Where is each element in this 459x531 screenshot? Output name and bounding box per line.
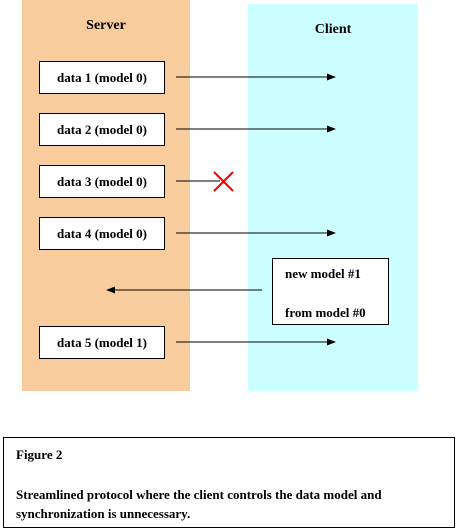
message-box-data-2: data 2 (model 0) <box>39 113 165 146</box>
lost-packet-x-icon <box>213 171 234 192</box>
server-label: Server <box>86 18 126 33</box>
message-box-data-1: data 1 (model 0) <box>39 61 165 94</box>
figure-caption-title: Figure 2 <box>16 447 63 462</box>
figure-caption-text: Streamlined protocol where the client co… <box>16 487 382 521</box>
client-label: Client <box>314 22 352 37</box>
new-model-message-box: new model #1 from model #0 <box>272 258 389 325</box>
message-box-data-3: data 3 (model 0) <box>39 165 165 198</box>
new-model-line-2: from model #0 <box>285 305 366 320</box>
figure-caption-box: Figure 2 Streamlined protocol where the … <box>3 437 455 528</box>
client-lane: Client <box>248 4 418 391</box>
message-box-data-5: data 5 (model 1) <box>39 326 165 359</box>
new-model-line-1: new model #1 <box>285 266 361 281</box>
message-box-data-4: data 4 (model 0) <box>39 217 165 250</box>
